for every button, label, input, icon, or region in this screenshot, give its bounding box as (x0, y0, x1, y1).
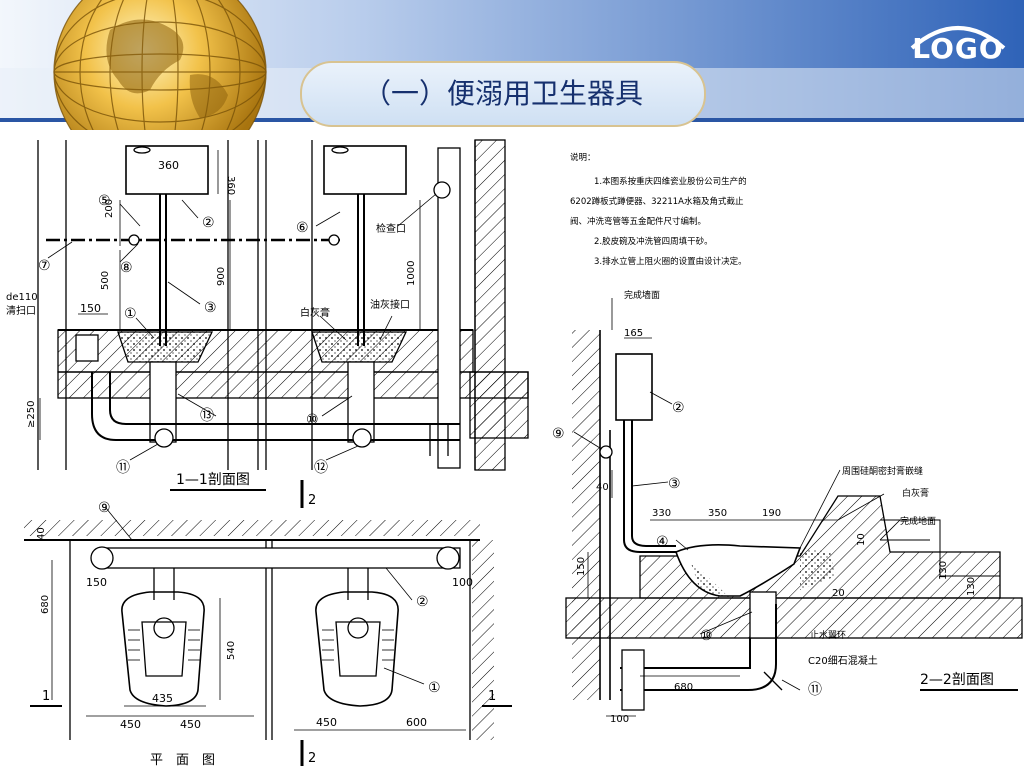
section-2-2-title: 2—2剖面图 (920, 672, 994, 688)
toilet-installation-drawing: 360 360 200 500 900 1000 150 ≥250 de110 … (6, 139, 1023, 768)
white-lime-label-2: 白灰膏 (902, 487, 929, 499)
dim-10: 10 (856, 533, 867, 546)
dim-330: 330 (652, 508, 671, 519)
callout-2: ② (202, 215, 215, 231)
dim-450-b: 450 (180, 718, 201, 731)
finished-floor-label: 完成地面 (900, 515, 936, 527)
section-1-1-text: 360 360 200 500 900 1000 150 ≥250 de110 … (6, 159, 417, 508)
note-line-5: 2.胶皮碗及冲洗管四周填干砂。 (594, 236, 713, 247)
dim-150-section: 150 (576, 557, 587, 576)
slide-banner: （一）便溺用卫生器具 LOGO (0, 0, 1024, 179)
dim-190: 190 (762, 508, 781, 519)
plan-view-text: 40 680 150 540 435 450 450 450 600 100 ⑨… (36, 500, 496, 768)
cleanout-label-2: 清扫口 (6, 304, 36, 317)
oil-putty-port-label: 油灰接口 (370, 298, 410, 311)
dim-130-b: 130 (966, 577, 977, 596)
c20-concrete-label: C20细石混凝土 (808, 654, 878, 667)
dim-600: 600 (406, 716, 427, 729)
section-callout-9: ⑨ (552, 426, 565, 442)
plan-title: 平 面 图 (150, 753, 215, 768)
section-callout-2: ② (672, 400, 685, 416)
dim-150-plan: 150 (86, 576, 107, 589)
callout-12: ⑫ (314, 460, 328, 476)
callout-13: ⑬ (200, 408, 214, 424)
dim-350: 350 (708, 508, 727, 519)
callout-10: ⑩ (306, 412, 319, 428)
plan-callout-9: ⑨ (98, 500, 111, 516)
section-mark-2-bottom: 2 (308, 751, 316, 766)
dim-20: 20 (832, 588, 845, 599)
section-1-1 (37, 139, 529, 508)
section-mark-1-left: 1 (42, 689, 50, 704)
dim-450-c: 450 (316, 716, 337, 729)
section-callout-3: ③ (668, 476, 681, 492)
dim-450-a: 450 (120, 718, 141, 731)
dim-165: 165 (624, 328, 643, 339)
inspection-port-label: 检查口 (376, 222, 406, 235)
section-2-2-text: 完成墙面 165 40 330 350 190 150 10 20 130 13… (552, 289, 994, 725)
callout-5: ⑤ (98, 193, 111, 209)
cleanout-label: de110 (6, 292, 38, 303)
note-line-1: 说明： (570, 152, 596, 163)
section-2-2 (565, 298, 1023, 717)
callout-11: ⑪ (116, 460, 130, 476)
finished-wall-label: 完成墙面 (624, 289, 660, 301)
callout-6: ⑥ (296, 220, 309, 236)
dim-40-section: 40 (596, 482, 609, 493)
dim-250: ≥250 (26, 401, 37, 428)
dim-680-section: 680 (674, 682, 693, 693)
sealant-label: 周围硅酮密封膏嵌缝 (842, 465, 923, 477)
logo-text: LOGO (912, 32, 1004, 65)
white-lime-label: 白灰膏 (300, 306, 330, 319)
dim-540: 540 (226, 641, 237, 660)
globe-icon (53, 0, 267, 179)
dim-130-a: 130 (938, 561, 949, 580)
slide-title: （一）便溺用卫生器具 (300, 61, 706, 127)
dim-100-plan: 100 (452, 576, 473, 589)
dim-500: 500 (100, 271, 111, 290)
water-stop-ring-label: 止水翼环 (810, 629, 846, 641)
dim-40-plan: 40 (36, 527, 47, 540)
callout-8: ⑧ (120, 260, 133, 276)
note-line-4: 阀、冲洗弯管等五金配件尺寸编制。 (570, 216, 706, 227)
dim-200: 200 (104, 199, 115, 218)
plan-callout-2: ② (416, 594, 429, 610)
dim-100-section: 100 (610, 714, 629, 725)
section-callout-10: ⑩ (700, 628, 713, 644)
plan-view (24, 507, 512, 766)
dim-435: 435 (152, 692, 173, 705)
section-mark-1-right: 1 (488, 689, 496, 704)
plan-callout-1: ① (428, 680, 441, 696)
dim-1000: 1000 (406, 261, 417, 286)
dim-900: 900 (216, 267, 227, 286)
notes: 说明： 1.本图系按重庆四维瓷业股份公司生产的 6202蹲板式蹲便器、32211… (570, 152, 747, 267)
section-callout-4: ④ (656, 534, 669, 550)
dim-680-plan: 680 (40, 595, 51, 614)
callout-3: ③ (204, 300, 217, 316)
section-mark-2-top: 2 (308, 493, 316, 508)
dim-360-vertical: 360 (225, 176, 236, 195)
section-callout-11: ⑪ (808, 682, 822, 698)
dim-150: 150 (80, 302, 101, 315)
dim-360: 360 (158, 159, 179, 172)
logo: LOGO (902, 12, 1014, 74)
note-line-6: 3.排水立管上阻火圈的设置由设计决定。 (594, 256, 747, 267)
callout-1: ① (124, 306, 137, 322)
logo-arc-icon (910, 26, 1006, 50)
note-line-2: 1.本图系按重庆四维瓷业股份公司生产的 (594, 176, 747, 187)
section-1-1-title: 1—1剖面图 (176, 472, 250, 488)
note-line-3: 6202蹲板式蹲便器、32211A水箱及角式截止 (570, 196, 744, 207)
callout-7: ⑦ (38, 258, 51, 274)
